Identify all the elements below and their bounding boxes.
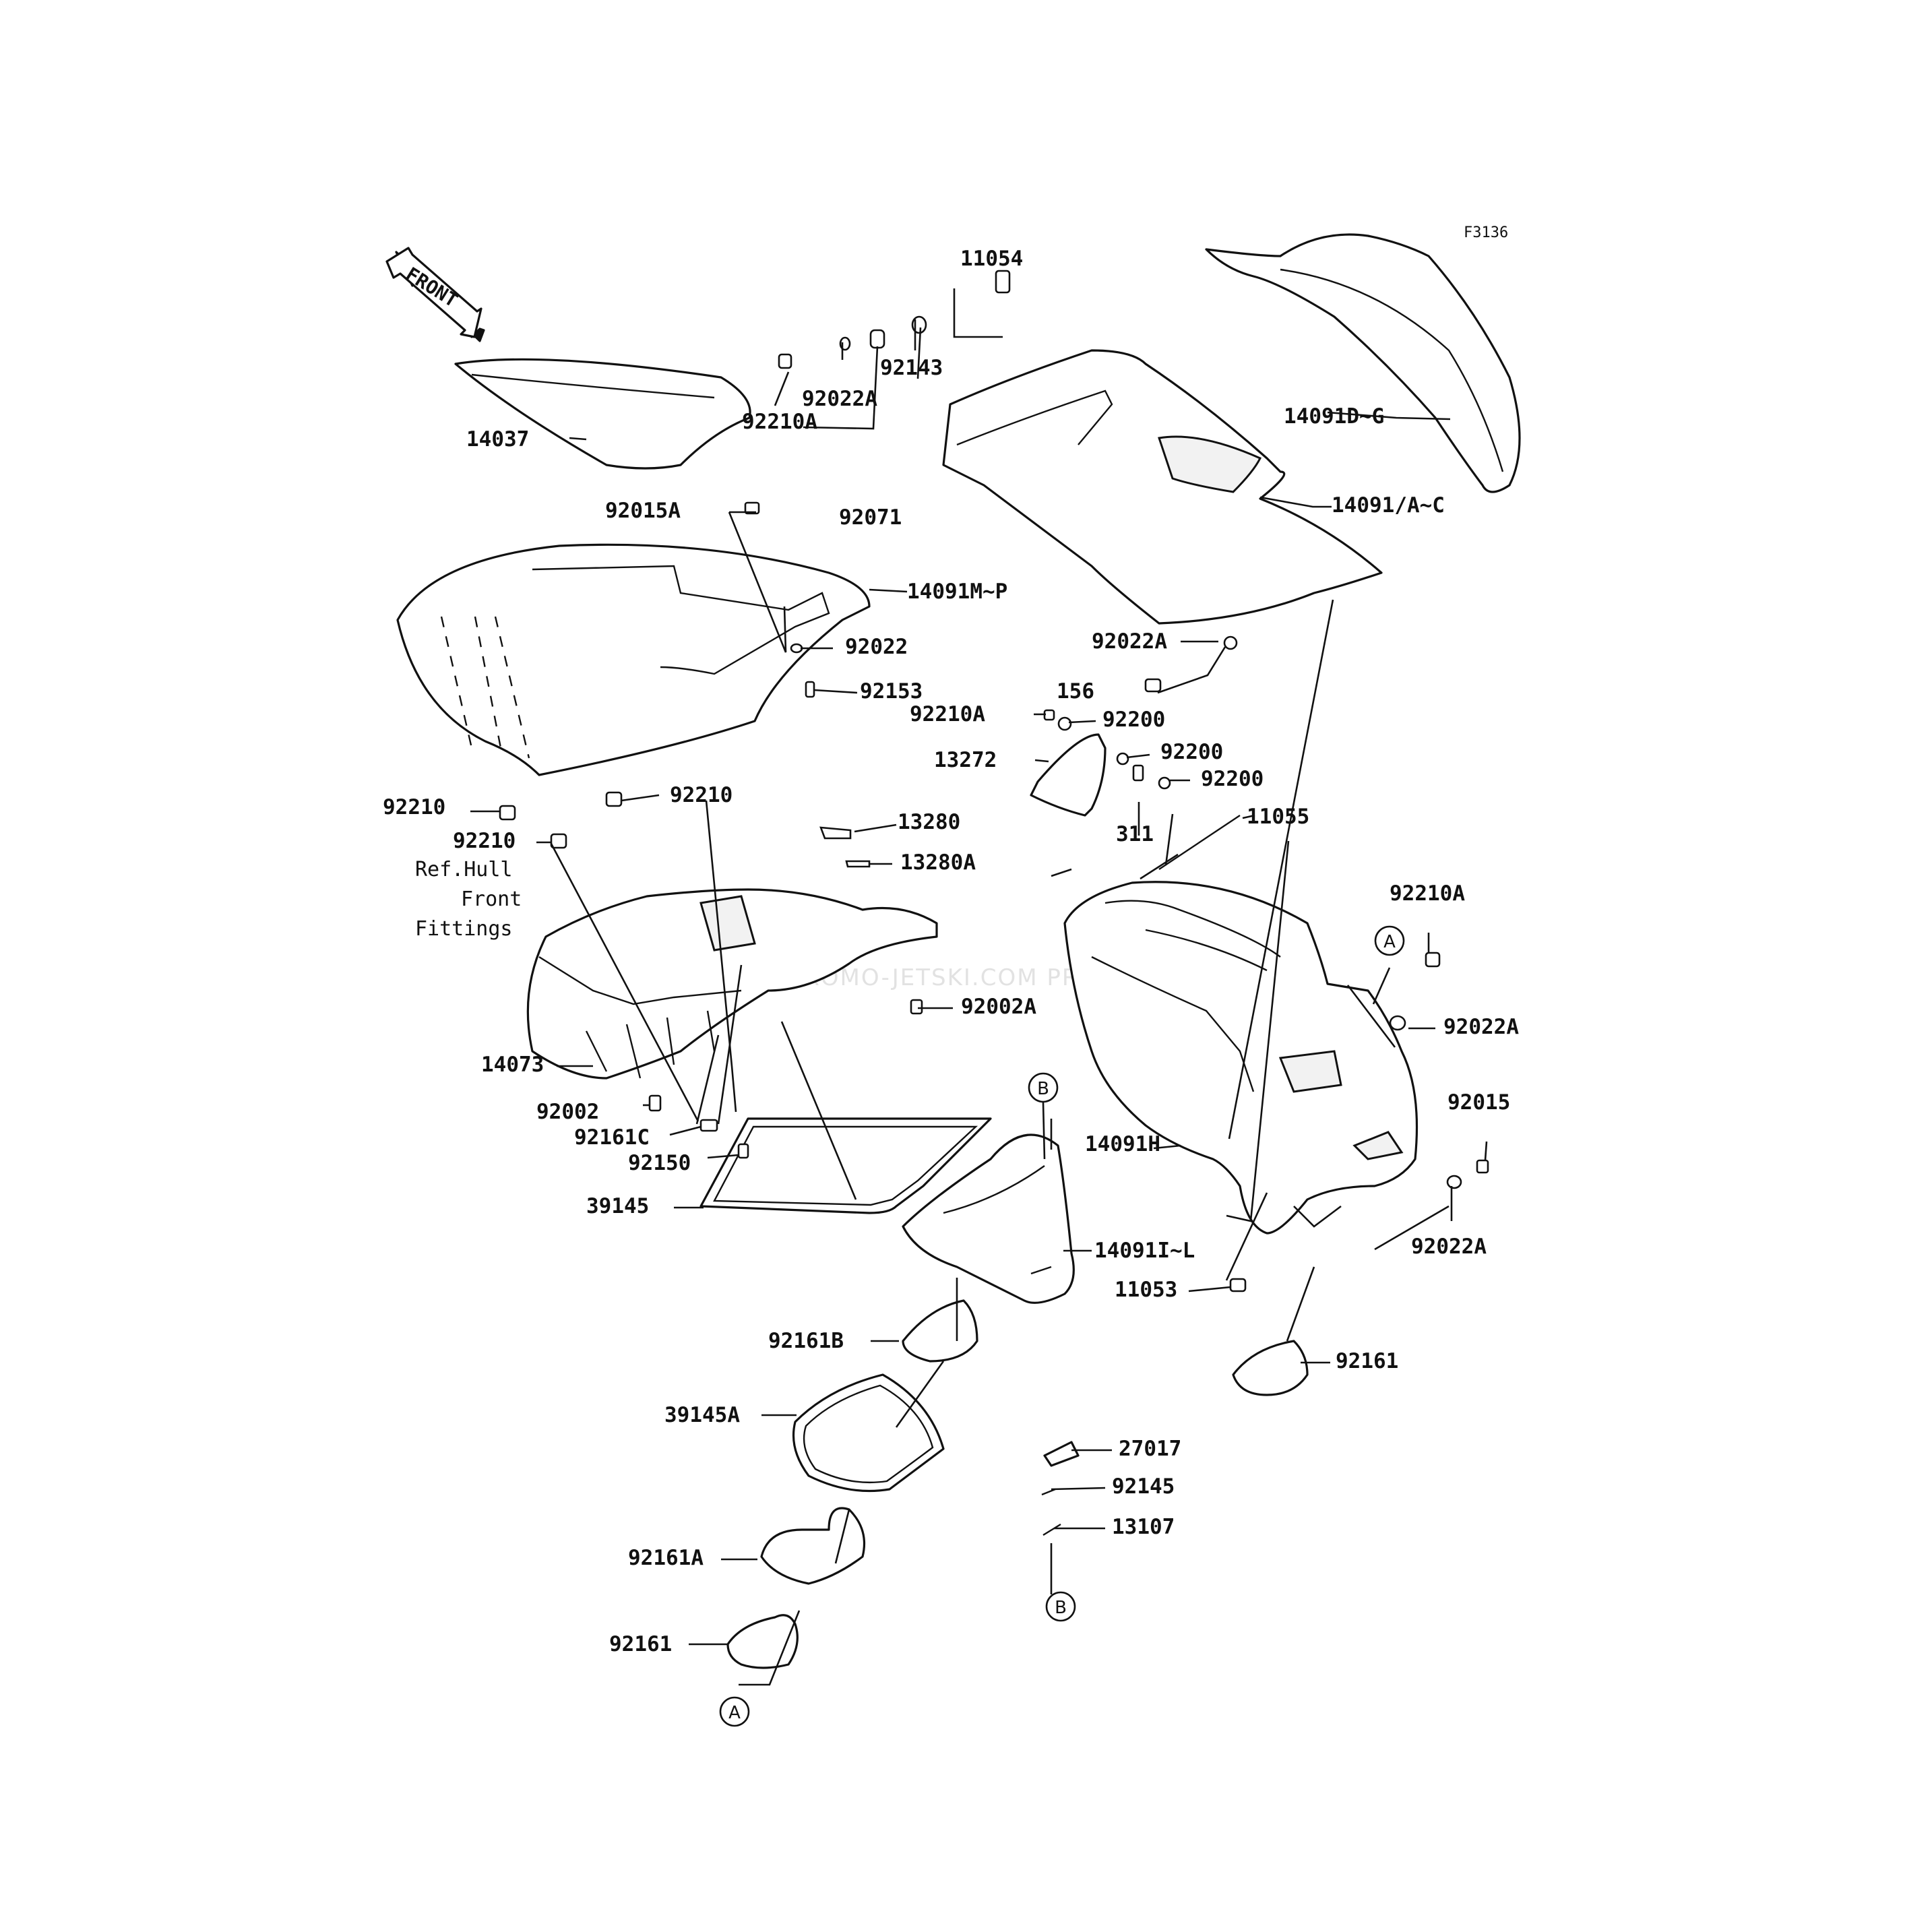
callout-11053: 11053 — [1115, 1278, 1177, 1302]
callout-92200-c: 92200 — [1201, 767, 1264, 791]
connector-b-top: B — [1028, 1072, 1059, 1103]
callout-92143: 92143 — [880, 356, 943, 380]
part-14037-cover — [454, 358, 751, 470]
callout-92153: 92153 — [860, 679, 923, 704]
part-92161-pad-right — [1232, 1340, 1309, 1396]
callout-92210-mid: 92210 — [453, 829, 516, 853]
callout-311: 311 — [1116, 822, 1154, 846]
callout-39145A: 39145A — [664, 1403, 740, 1427]
callout-92002: 92002 — [536, 1100, 599, 1124]
connector-b-bottom: B — [1045, 1591, 1076, 1622]
connector-b-leader — [1042, 1102, 1046, 1160]
callout-14091D-G: 14091D~G — [1284, 404, 1384, 429]
callout-92022A-right: 92022A — [1443, 1015, 1519, 1039]
part-14073-tray — [526, 888, 938, 1080]
ref-note-line-2: Front — [461, 887, 522, 911]
callout-92161B: 92161B — [768, 1329, 844, 1353]
svg-text:A: A — [1383, 932, 1396, 952]
callout-92022: 92022 — [845, 635, 908, 659]
callout-92002A: 92002A — [961, 995, 1036, 1019]
callout-92161-left: 92161 — [609, 1632, 672, 1656]
callout-92071: 92071 — [839, 505, 902, 530]
callout-92210-right: 92210 — [670, 783, 733, 807]
callout-92210A-top: 92210A — [742, 410, 817, 434]
callout-92015A: 92015A — [605, 499, 681, 523]
callout-13272: 13272 — [934, 748, 997, 772]
part-14091H-storage-bin — [1063, 881, 1419, 1235]
part-13272-bracket — [1030, 733, 1107, 817]
callout-92161C: 92161C — [574, 1125, 650, 1150]
callout-14037: 14037 — [466, 427, 529, 451]
callout-92022A-bottom: 92022A — [1411, 1235, 1487, 1259]
part-92161A-cup — [760, 1507, 866, 1585]
callout-92022A-top: 92022A — [802, 387, 877, 411]
callout-92022A-mid: 92022A — [1092, 629, 1167, 654]
connector-a-bottom: A — [719, 1696, 750, 1727]
front-label: FRONT — [402, 263, 462, 312]
callout-13280A: 13280A — [900, 850, 976, 875]
leader-lines — [470, 288, 1488, 1686]
part-14091D-G-side-skirt — [1205, 233, 1521, 493]
callout-14091A-C: 14091/A~C — [1332, 493, 1445, 518]
callout-92210-left: 92210 — [383, 795, 445, 819]
callout-92161A: 92161A — [628, 1546, 704, 1570]
callout-14073: 14073 — [481, 1053, 544, 1077]
part-39145A-ring — [792, 1373, 945, 1493]
callout-14091I-L: 14091I~L — [1094, 1239, 1195, 1263]
svg-text:B: B — [1037, 1079, 1049, 1099]
hardware-items — [499, 270, 1489, 1536]
part-92161-pad-left — [726, 1614, 799, 1669]
callout-92200-b: 92200 — [1160, 740, 1223, 764]
callout-92145: 92145 — [1112, 1474, 1175, 1499]
callout-156: 156 — [1057, 679, 1094, 704]
part-92161B-pad — [902, 1299, 978, 1363]
svg-text:B: B — [1055, 1598, 1067, 1618]
callout-14091M-P: 14091M~P — [907, 580, 1007, 604]
part-11055-rod — [1158, 815, 1241, 870]
callout-92210A-mid: 92210A — [910, 702, 985, 726]
ref-note-line-1: Ref.Hull — [415, 858, 513, 881]
ref-note-line-3: Fittings — [415, 917, 513, 941]
callout-13107: 13107 — [1112, 1515, 1175, 1539]
part-14091I-L-nose-cover — [902, 1133, 1075, 1304]
callout-13280: 13280 — [898, 810, 960, 834]
callout-92161-right: 92161 — [1336, 1349, 1398, 1373]
callout-92150: 92150 — [628, 1151, 691, 1175]
figure-code: F3136 — [1464, 224, 1508, 241]
callout-11055: 11055 — [1247, 805, 1309, 829]
callout-14091H: 14091H — [1085, 1132, 1160, 1156]
callout-92200-a: 92200 — [1102, 708, 1165, 732]
svg-text:A: A — [728, 1703, 741, 1723]
callout-39145: 39145 — [586, 1194, 649, 1218]
part-14091M-P-deck — [396, 543, 871, 776]
part-14091A-C-side-panel — [942, 349, 1383, 625]
callout-92210A-right: 92210A — [1390, 881, 1465, 906]
callout-27017: 27017 — [1119, 1437, 1181, 1461]
callout-11054: 11054 — [960, 247, 1023, 271]
connector-a-top: A — [1374, 925, 1405, 956]
part-39145-gasket — [699, 1117, 992, 1214]
part-27017-tag — [1043, 1441, 1080, 1467]
front-direction-arrow-icon: FRONT — [385, 247, 485, 342]
callout-92015: 92015 — [1447, 1090, 1510, 1115]
